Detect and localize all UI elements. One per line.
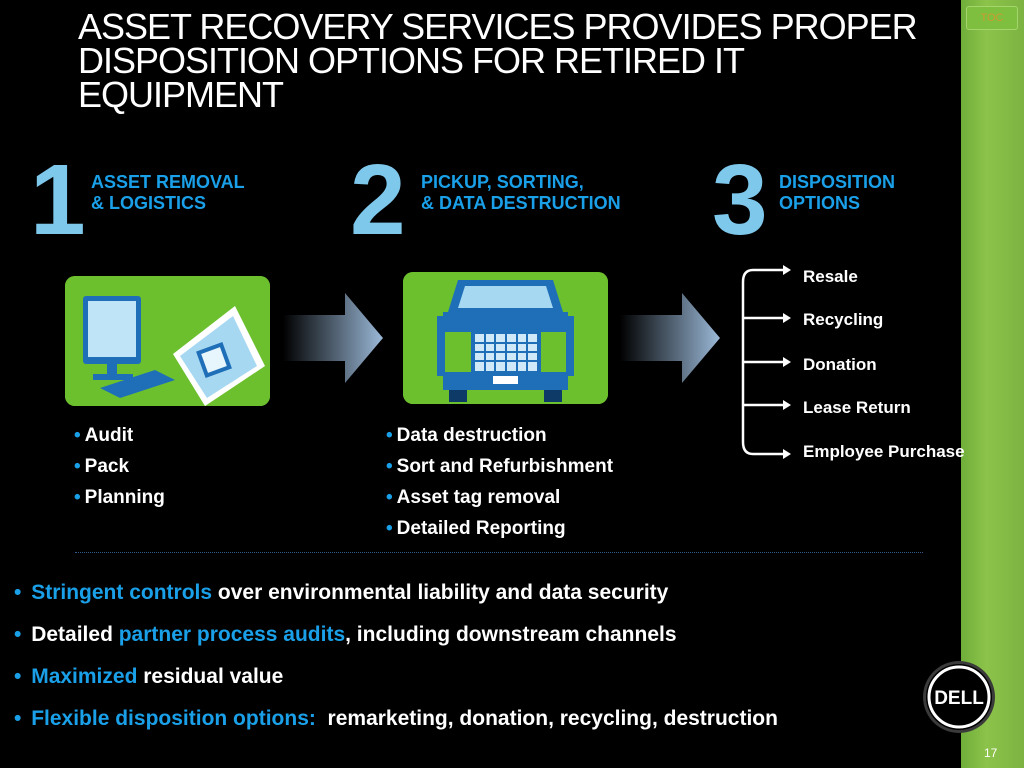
step-2-list: •Data destruction •Sort and Refurbishmen… [386,420,613,544]
option-resale: Resale [803,267,858,286]
truck-illustration [403,272,608,404]
list-item: •Planning [74,482,165,513]
step-1-label-line1: ASSET REMOVAL [91,172,245,192]
list-item-text: Data destruction [396,425,547,446]
step-1-label-line2: & LOGISTICS [91,193,207,213]
list-item-text: Pack [84,456,130,477]
list-item-text: Audit [84,425,134,446]
page-number: 17 [984,746,998,760]
step-1-label: ASSET REMOVAL & LOGISTICS [91,172,245,214]
step-3-label: DISPOSITION OPTIONS [779,172,895,214]
truck-icon [403,272,608,404]
bullet-icon: • [74,456,81,477]
svg-text:DELL: DELL [934,688,984,709]
step-2-label: PICKUP, SORTING, & DATA DESTRUCTION [421,172,621,214]
list-item: •Detailed Reporting [386,513,613,544]
arrow-right-icon-2 [620,293,720,383]
right-green-sidebar [961,0,1024,768]
list-item: •Sort and Refurbishment [386,451,613,482]
benefit-text: remarketing, donation, recycling, destru… [315,707,778,730]
step-1-number: 1 [30,144,86,256]
step-3-number: 3 [712,144,768,256]
benefit-item: • Flexible disposition options: remarket… [14,704,778,746]
benefit-text: residual value [137,665,284,688]
list-item: •Asset tag removal [386,482,613,513]
bullet-icon: • [386,456,393,477]
step-2-label-line2: & DATA DESTRUCTION [421,193,621,213]
benefit-highlight: Stringent controls [31,581,213,604]
step-2-number: 2 [350,144,406,256]
bullet-icon: • [14,665,22,688]
option-employee-purchase: Employee Purchase [803,442,965,461]
step-3-label-line2: OPTIONS [779,193,861,213]
bullet-icon: • [14,707,22,730]
benefit-item: • Maximized residual value [14,662,778,704]
benefit-prefix: Detailed [31,623,119,646]
list-item: •Data destruction [386,420,613,451]
bullet-icon: • [14,623,22,646]
desktop-computer-icon [65,276,270,406]
key-benefits-list: • Stringent controls over environmental … [14,578,778,746]
step-3-label-line1: DISPOSITION [779,172,896,192]
dell-logo-icon: DELL [923,661,995,733]
arrow-right-icon [283,293,383,383]
slide-title: ASSET RECOVERY SERVICES PROVIDES PROPER … [78,6,918,115]
option-lease-return: Lease Return [803,398,911,417]
bullet-icon: • [74,425,81,446]
bullet-icon: • [386,425,393,446]
benefit-highlight: Maximized [31,665,138,688]
benefit-highlight: Flexible disposition options: [31,707,316,730]
option-donation: Donation [803,355,877,374]
list-item-text: Detailed Reporting [396,518,566,539]
option-recycling: Recycling [803,310,884,329]
computer-illustration [65,276,270,406]
benefit-highlight: partner process audits [118,623,346,646]
list-item-text: Sort and Refurbishment [396,456,614,477]
divider [75,552,923,553]
toc-button[interactable]: TOC [966,6,1018,30]
list-item-text: Planning [84,487,165,508]
step-2-label-line1: PICKUP, SORTING, [421,172,584,192]
bullet-icon: • [14,581,22,604]
bullet-icon: • [386,518,393,539]
step-1-list: •Audit •Pack •Planning [74,420,165,513]
benefit-text: over environmental liability and data se… [212,581,669,604]
benefit-text: , including downstream channels [345,623,677,646]
bullet-icon: • [74,487,81,508]
list-item: •Audit [74,420,165,451]
list-item-text: Asset tag removal [396,487,561,508]
benefit-item: • Detailed partner process audits, inclu… [14,620,778,662]
list-item: •Pack [74,451,165,482]
benefit-item: • Stringent controls over environmental … [14,578,778,620]
bullet-icon: • [386,487,393,508]
disposition-bracket [741,265,791,459]
